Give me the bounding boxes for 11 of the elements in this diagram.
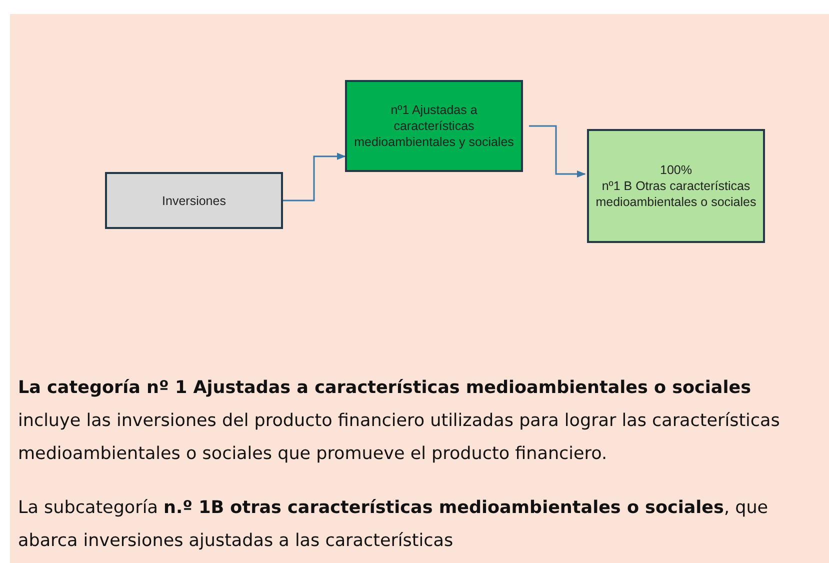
node-text: nº1 B Otras características medioambientales o sociales [595,178,757,210]
process-box [345,80,523,172]
connector-arrow [283,152,346,202]
node-text: nº1 Ajustadas a características medioambientales y sociales [353,102,515,150]
process-box [587,129,765,243]
connector-arrow [529,125,586,178]
paragraph: La categoría nº 1 Ajustadas a características medioambientales o sociales incluye las inversiones del producto financiero utilizadas para lograr las características medioambientales o sociales que promueve el producto financiero. [18,377,781,466]
node-text: Inversiones [162,192,226,208]
node-text: 100% [660,162,692,178]
paragraph: La subcategoría n.º 1B otras características medioambientales o sociales, que abarca inversiones ajustadas a las características [18,497,770,553]
process-box [105,172,283,229]
